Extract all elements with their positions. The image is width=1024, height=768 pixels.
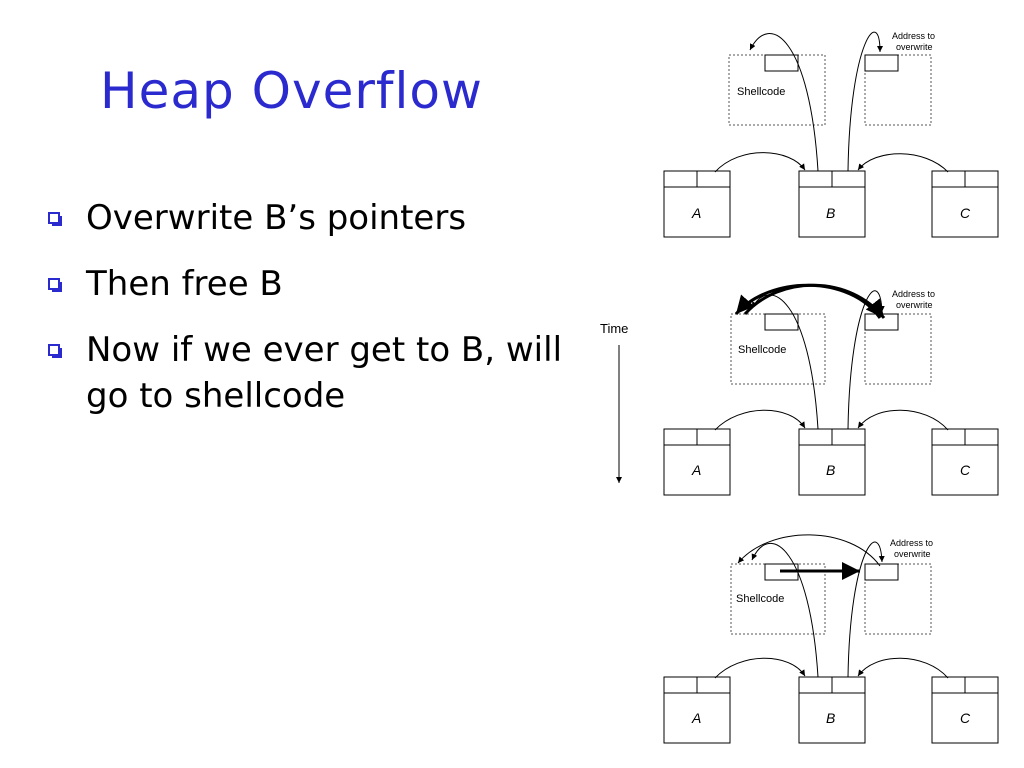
bullet-text: Overwrite B’s pointers [86,198,467,238]
target-header [864,54,899,72]
chunk-a-label: A [691,710,701,726]
chunk-a-label: A [691,462,701,478]
bullet-item: Now if we ever get to B, will go to shel… [48,327,588,419]
address-label-line1: Address to [892,31,935,41]
shellcode-chunk [730,563,826,635]
bullet-list: Overwrite B’s pointers Then free B Now i… [48,195,588,439]
bullet-text: Now if we ever get to B, will go to shel… [86,330,563,416]
address-label-line2: overwrite [894,549,931,559]
shellcode-chunk [730,313,826,385]
bullet-box-icon [48,212,62,226]
chunk-b-label: B [826,710,835,726]
chunk-a-label: A [691,205,701,221]
diagram-panel-3: Shellcode Address to overwrite A B C [663,534,999,744]
address-label-line1: Address to [892,289,935,299]
address-label-line1: Address to [890,538,933,548]
bullet-item: Overwrite B’s pointers [48,195,588,241]
bullet-box-icon [48,278,62,292]
chunk-b-label: B [826,462,835,478]
time-label: Time [600,321,628,336]
bullet-text: Then free B [86,264,283,304]
diagram-panel-2: Shellcode Address to overwrite A B C [663,283,999,496]
address-label-line2: overwrite [896,300,933,310]
shellcode-label: Shellcode [736,593,784,605]
bullet-box-icon [48,344,62,358]
shellcode-header [764,54,799,72]
shellcode-header [764,313,799,331]
address-label-line2: overwrite [896,42,933,52]
chunk-c-label: C [960,205,971,221]
target-header [864,563,899,581]
chunk-b-label: B [826,205,835,221]
diagram-panel-1: Shellcode Address to overwrite A B C [663,31,999,238]
bullet-item: Then free B [48,261,588,307]
chunk-c-label: C [960,462,971,478]
shellcode-label: Shellcode [737,86,785,98]
shellcode-label: Shellcode [738,344,786,356]
slide-title: Heap Overflow [100,62,483,120]
chunk-c-label: C [960,710,971,726]
